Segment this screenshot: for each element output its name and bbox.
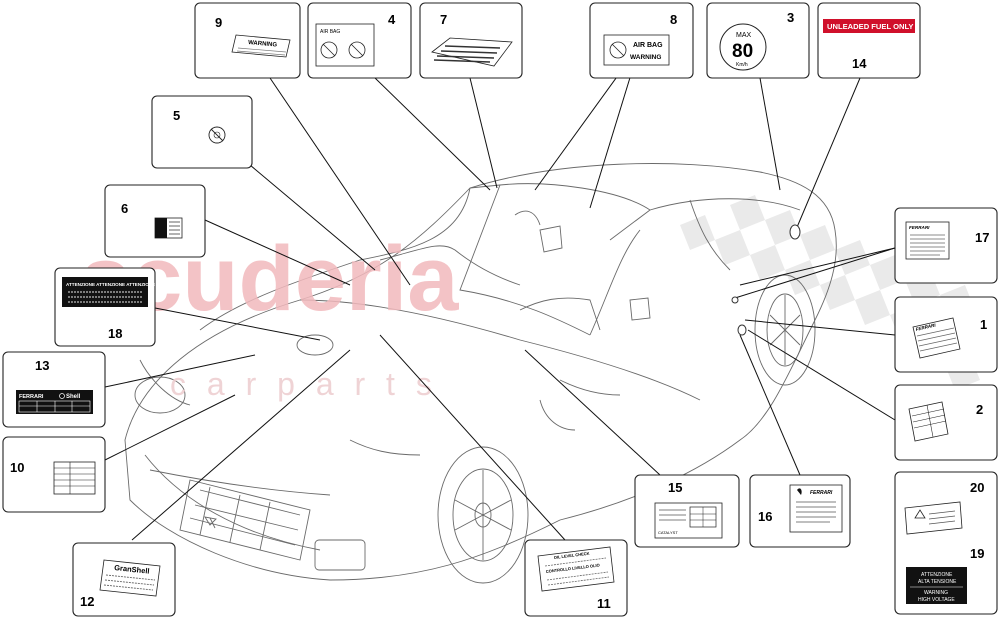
callout-number-10: 10 <box>10 460 24 475</box>
callout-number-18: 18 <box>108 326 122 341</box>
callout-number-11: 11 <box>597 596 611 611</box>
marker-17 <box>731 296 739 304</box>
sticker-airbag-warning-text: WARNING <box>630 54 661 61</box>
marker-14 <box>789 224 801 240</box>
callout-number-12: 12 <box>80 594 94 609</box>
sticker-catalyst-text: CATALYST <box>658 530 678 535</box>
callout-number-13: 13 <box>35 358 49 373</box>
sticker-airbag-text: AIR BAG <box>633 42 663 49</box>
callout-14-unleaded-fuel-label[interactable]: UNLEADED FUEL ONLY 14 <box>817 2 921 79</box>
callout-20-19-high-voltage-labels[interactable]: 20 19 ATTENZIONE ALTA TENSIONE WARNING H… <box>894 471 998 615</box>
callout-16-ferrari-label[interactable]: 16 FERRARI <box>749 474 851 548</box>
sticker-speed-text: 80 <box>732 41 753 62</box>
callout-number-17: 17 <box>975 230 989 245</box>
callout-11-oil-level-label[interactable]: OIL LEVEL CHECK CONTROLLO LIVELLO OLIO 1… <box>524 539 628 617</box>
callout-number-8: 8 <box>670 12 677 27</box>
callout-number-19: 19 <box>970 546 984 561</box>
callout-5-label[interactable]: 5 <box>151 95 253 169</box>
callout-number-1: 1 <box>980 317 987 332</box>
callout-number-9: 9 <box>215 15 222 30</box>
callout-number-3: 3 <box>787 10 794 25</box>
callout-number-6: 6 <box>121 201 128 216</box>
callout-4-airbag-label[interactable]: 4 AIR BAG <box>307 2 412 79</box>
sticker-ferrari-16-text: FERRARI <box>810 490 833 496</box>
sticker-ferrari-17-text: FERRARI <box>909 225 930 230</box>
sticker-warning-hv-text: WARNING <box>924 590 948 596</box>
sticker-unleaded-text: UNLEADED FUEL ONLY <box>827 22 914 31</box>
sticker-shell-text: Shell <box>66 394 81 400</box>
callout-17-ferrari-label[interactable]: 17 FERRARI <box>894 207 998 284</box>
car-outline <box>124 163 837 584</box>
callout-6-label[interactable]: 6 <box>104 184 206 258</box>
callout-number-2: 2 <box>976 402 983 417</box>
callout-number-7: 7 <box>440 12 447 27</box>
callout-10-table-label[interactable]: 10 <box>2 436 106 513</box>
callout-2-label[interactable]: 2 <box>894 384 998 461</box>
sticker-warning-text: WARNING <box>248 40 278 49</box>
sticker-airbag-small-text: AIR BAG <box>320 29 340 35</box>
callout-8-airbag-warning-label[interactable]: 8 AIR BAG WARNING <box>589 2 694 79</box>
callout-13-ferrari-shell-label[interactable]: 13 FERRARI Shell <box>2 351 106 428</box>
sticker-ferrari-1-text: FERRARI <box>915 322 937 332</box>
sticker-granshell-text: GranShell <box>114 563 150 576</box>
sticker-alta-tensione-text: ALTA TENSIONE <box>918 579 957 585</box>
watermark-subtext: c a r p a r t s <box>170 366 438 402</box>
sticker-attenzione-text: ATTENZIONE ATTENZIONE ATTENZIONE <box>66 282 155 287</box>
callout-number-20: 20 <box>970 480 984 495</box>
callout-9-warning-label[interactable]: 9 WARNING <box>194 2 301 79</box>
callout-number-14: 14 <box>852 56 867 71</box>
callout-number-4: 4 <box>388 12 396 27</box>
sticker-kmh-text: Km/h <box>736 62 748 68</box>
callout-15-catalyst-label[interactable]: 15 CATALYST <box>634 474 740 548</box>
callout-18-attenzione-label[interactable]: ATTENZIONE ATTENZIONE ATTENZIONE 18 <box>54 267 156 347</box>
sticker-oil-level-text: OIL LEVEL CHECK <box>554 551 590 560</box>
callout-number-15: 15 <box>668 480 682 495</box>
leader-lines <box>104 44 896 541</box>
callout-12-granshell-label[interactable]: GranShell 12 <box>72 542 176 617</box>
callout-number-16: 16 <box>758 509 772 524</box>
sticker-controllo-text: CONTROLLO LIVELLO OLIO <box>546 562 600 574</box>
callout-number-5: 5 <box>173 108 180 123</box>
sticker-ferrari-text: FERRARI <box>19 394 44 400</box>
sticker-attenzione-hv-text: ATTENZIONE <box>921 572 953 578</box>
sticker-max-text: MAX <box>736 32 752 39</box>
callout-7-label[interactable]: 7 <box>419 2 523 79</box>
marker-1 <box>737 324 747 336</box>
callout-1-ferrari-label[interactable]: 1 FERRARI <box>894 296 998 373</box>
sticker-high-voltage-text: HIGH VOLTAGE <box>918 597 955 603</box>
callout-3-speed-label[interactable]: 3 MAX 80 Km/h <box>706 2 810 79</box>
